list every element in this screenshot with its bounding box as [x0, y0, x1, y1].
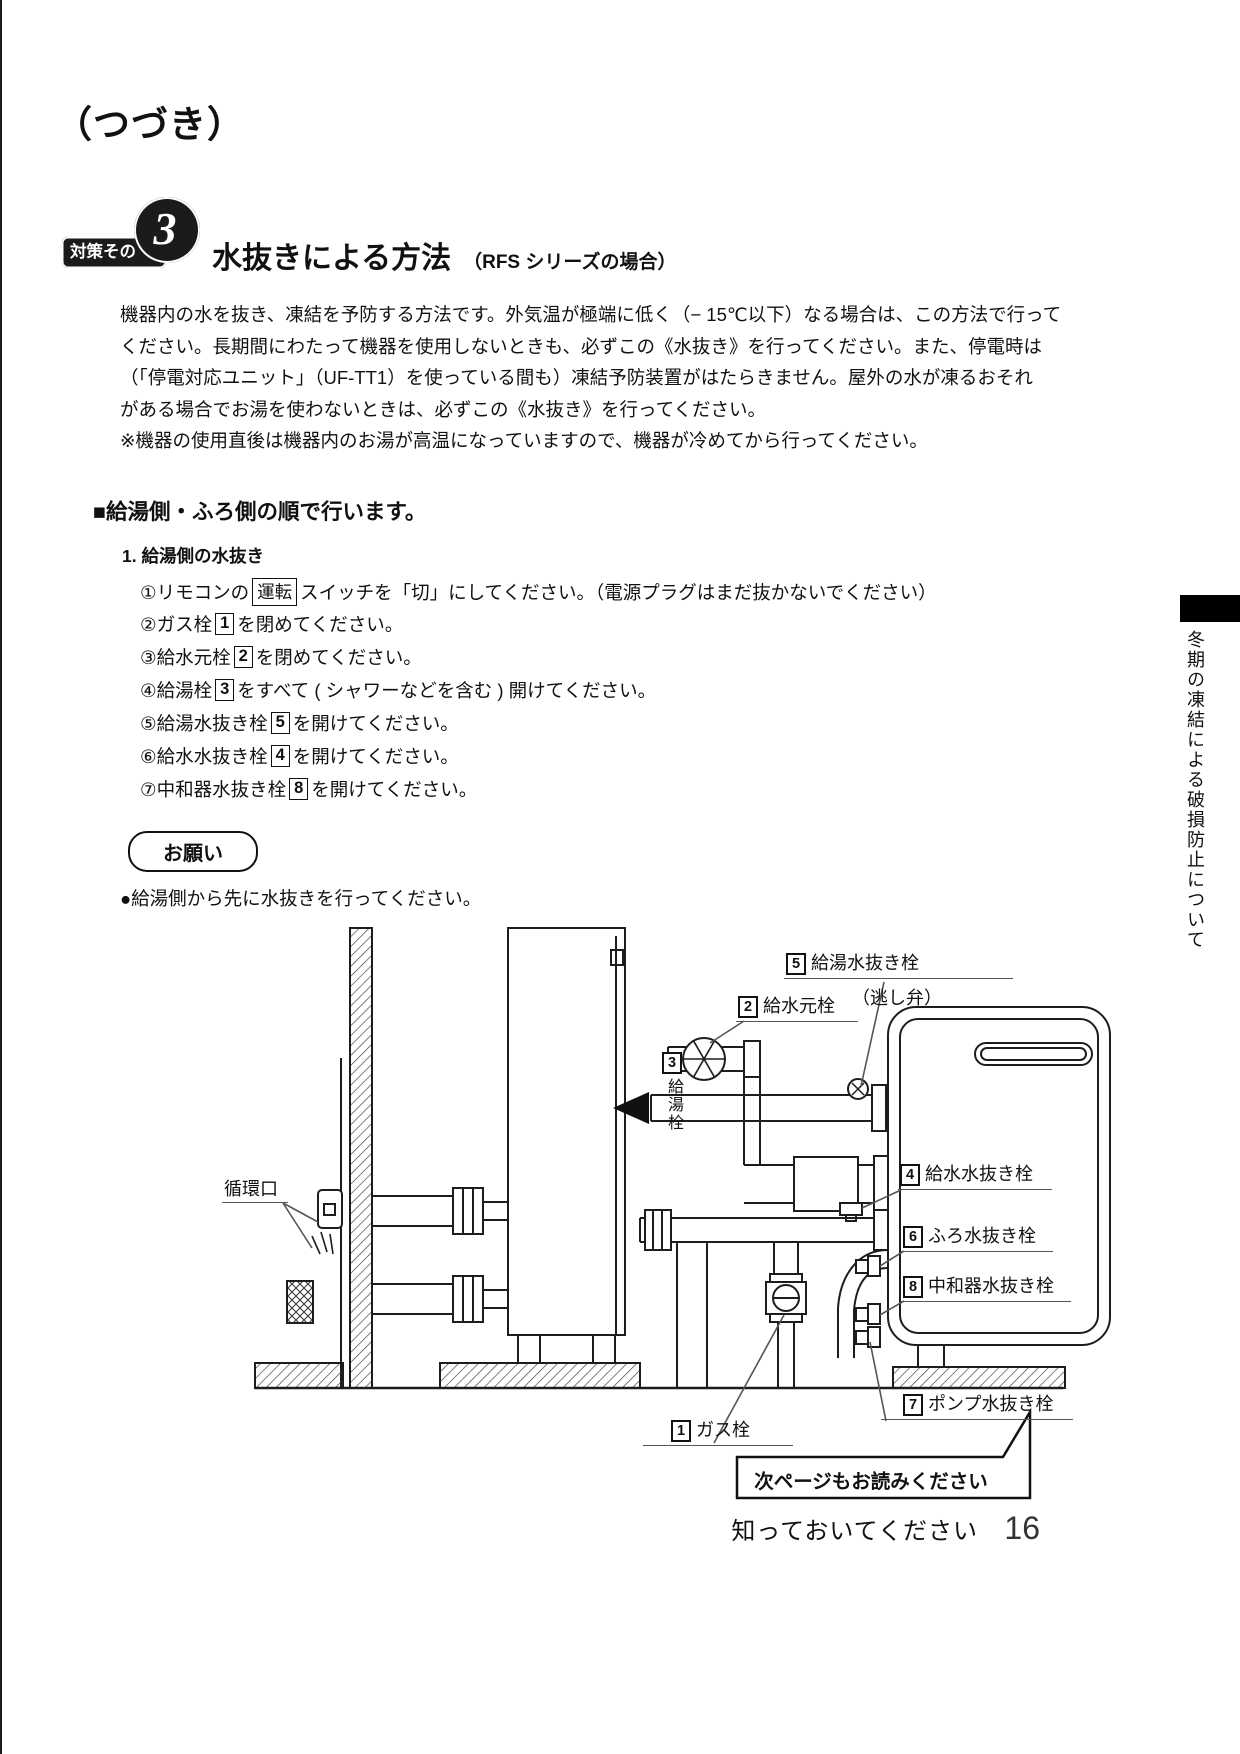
wall-sleeve [286, 1280, 314, 1324]
leader-lines [282, 981, 905, 1444]
label-neutralizer-drain: 8 中和器水抜き栓 [901, 1276, 1071, 1302]
label-bath-drain: 6 ふろ水抜き栓 [901, 1226, 1053, 1252]
footer-label: 知っておいてください [731, 1518, 978, 1545]
measure-badge-number: 3 [134, 197, 200, 263]
pump-drain-valve [855, 1326, 881, 1348]
section-title-suffix: （RFS シリーズの場合） [463, 252, 677, 273]
step-2: ②ガス栓 1 を閉めてください。 [140, 613, 404, 635]
piping-diagram [254, 927, 1111, 1500]
label-circulation-port: 循環口 [222, 1179, 288, 1203]
valve-number-box: 1 [215, 613, 235, 635]
note-bullet: ●給湯側から先に水抜きを行ってください。 [120, 888, 482, 909]
bathtub [507, 927, 626, 1336]
circulation-port [317, 1189, 343, 1229]
water-drain-plug [839, 1202, 863, 1216]
step-1: ①リモコンの 運転 スイッチを「切」にしてください。（電源プラグはまだ抜かないで… [140, 578, 937, 606]
chapter-vertical-title: 冬期の凍結による破損防止について [1185, 630, 1205, 950]
intro-line: ください。長期間にわたって機器を使用しないときも、必ずこの《水抜き》を行ってくだ… [120, 335, 1043, 357]
intro-line: ※機器の使用直後は機器内のお湯が高温になっていますので、機器が冷めてから行ってく… [120, 430, 928, 451]
step-6: ⑥給水水抜き栓 4 を開けてください。 [140, 745, 459, 767]
flow-arrow [613, 1092, 649, 1124]
intro-paragraph: 機器内の水を抜き、凍結を予防する方法です。外気温が極端に低く（− 15℃以下）な… [120, 299, 1090, 457]
page-footer: 知っておいてください 16 [640, 1510, 1040, 1547]
step-7: ⑦中和器水抜き栓 8 を開けてください。 [140, 778, 478, 800]
page-edge-line [0, 0, 2, 1754]
label-hot-tap-number: 3 [662, 1052, 682, 1074]
valve-number-box: 2 [233, 646, 253, 668]
neutralizer-drain-valve [855, 1303, 881, 1325]
label-hot-tap: 給湯栓 [665, 1078, 682, 1132]
label-pump-drain: 7 ポンプ水抜き栓 [881, 1394, 1073, 1420]
bath-wall-hatch [349, 927, 373, 1389]
intro-line: 機器内の水を抜き、凍結を予防する方法です。外気温が極端に低く（− 15℃以下）な… [120, 304, 1062, 325]
heater-vent-slot [974, 1042, 1093, 1066]
valve-number-box: 3 [215, 679, 235, 701]
valve-number-box: 4 [270, 745, 290, 767]
section-title-row: 水抜きによる方法 （RFS シリーズの場合） [212, 233, 676, 277]
bathtub-foot [592, 1334, 616, 1364]
step-3: ③給水元栓 2 を閉めてください。 [140, 646, 422, 668]
intro-line: （「停電対応ユニット」（UF-TT1）を使っている間も）凍結予防装置がはたらきま… [120, 367, 1033, 388]
chapter-tab [1180, 595, 1240, 622]
bath-drain-valve [855, 1255, 881, 1277]
label-water-main-valve: 2 給水元栓 [736, 996, 858, 1022]
heater-unit [887, 1006, 1111, 1346]
unten-switch-box: 運転 [252, 578, 298, 606]
next-page-banner-shape [735, 1407, 1032, 1500]
left-floor-slab [254, 1362, 344, 1389]
bathtub-foot [517, 1334, 541, 1364]
intro-line: がある場合でお湯を使わないときは、必ずこの《水抜き》を行ってください。 [120, 398, 767, 420]
step-4: ④給湯栓 3 をすべて ( シャワーなどを含む ) 開けてください。 [140, 679, 657, 701]
continued-heading: （つづき） [55, 104, 245, 145]
heater-base-slab [892, 1366, 1066, 1389]
label-relief-valve: （逃し弁） [852, 988, 942, 1008]
note-pill: お願い [128, 831, 258, 872]
label-cold-water-drain: 4 給水水抜き栓 [898, 1164, 1052, 1190]
label-hot-water-drain: 5 給湯水抜き栓 [784, 953, 1013, 979]
next-page-banner: 次ページもお読みください [754, 1470, 988, 1493]
section-title: 水抜きによる方法 [212, 242, 452, 275]
heater-foot [917, 1344, 945, 1368]
label-gas-valve: 1 ガス栓 [643, 1420, 793, 1446]
step-5: ⑤給湯水抜き栓 5 を開けてください。 [140, 712, 459, 734]
page-number: 16 [1004, 1510, 1040, 1546]
valve-number-box: 5 [270, 712, 290, 734]
procedure-heading: ■給湯側・ふろ側の順で行います。 [93, 500, 427, 524]
procedure-subheading: 1. 給湯側の水抜き [122, 546, 264, 566]
bathtub-base-slab [439, 1362, 641, 1389]
valve-number-box: 8 [289, 778, 309, 800]
